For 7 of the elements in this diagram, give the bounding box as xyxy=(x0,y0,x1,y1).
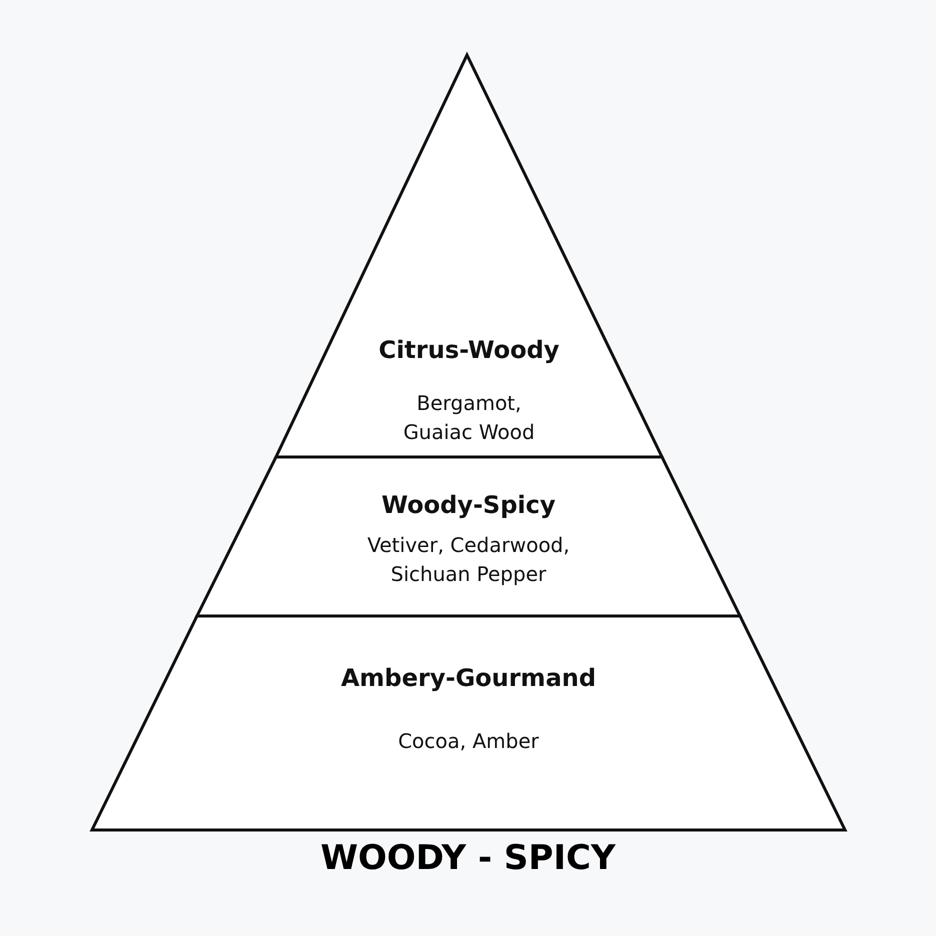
tier-heading: Ambery-Gourmand xyxy=(340,664,596,692)
tier-notes: Cocoa, Amber xyxy=(397,728,540,755)
diagram-title: WOODY - SPICY xyxy=(319,838,617,878)
tier-heading: Citrus-Woody xyxy=(378,336,560,364)
tier-notes: Vetiver, Cedarwood, Sichuan Pepper xyxy=(366,532,571,588)
tier-heading: Woody-Spicy xyxy=(382,491,556,519)
tier-notes: Bergamot, Guaiac Wood xyxy=(402,390,536,446)
